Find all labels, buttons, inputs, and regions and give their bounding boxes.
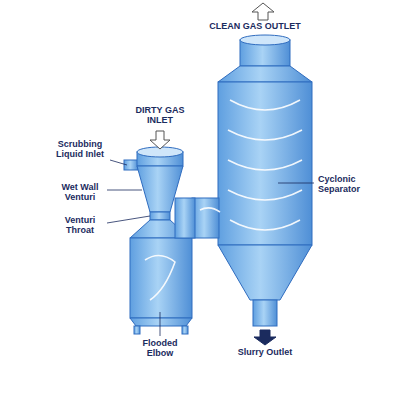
duct-joint [175,198,195,238]
swirl [228,160,302,170]
swirl [230,100,300,110]
connecting-duct [192,198,219,238]
outlet-rim [240,35,290,45]
swirl [230,220,300,230]
leader-line [107,216,150,223]
leg [182,326,188,334]
elbow-base [130,318,192,326]
leader-line [107,190,142,191]
part-label: CLEAN GAS OUTLET [195,22,315,32]
leader-line [278,183,314,184]
lower-tower [130,238,192,318]
part-label: Flooded Elbow [137,339,183,359]
cyclone-cone [218,245,312,300]
swirl [145,255,175,300]
swirl [228,190,302,200]
cyclone-shoulder [218,66,312,82]
part-label: Wet Wall Venturi [57,183,103,203]
part-label: Venturi Throat [57,216,103,236]
part-label: Scrubbing Liquid Inlet [54,140,106,160]
slurry-pipe [253,300,277,326]
swirl [228,130,302,140]
part-label: Slurry Outlet [229,348,301,358]
swirl [200,208,220,212]
slurry-arrow [254,330,276,345]
cyclone-body [218,82,312,245]
leg [134,326,140,334]
part-label: DIRTY GAS INLET [131,106,189,126]
leader-line [160,312,161,336]
part-label: Cyclonic Separator [318,175,370,195]
venturi-throat [150,212,170,220]
inlet-arrow [150,131,170,149]
leader-line [110,160,127,165]
outlet-arrow [252,3,274,20]
